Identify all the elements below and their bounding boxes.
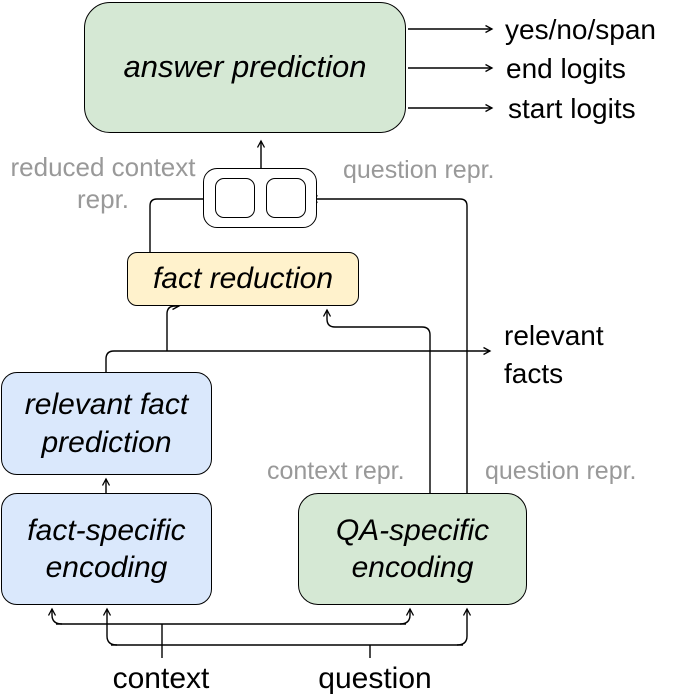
edge-label-reduced-context-repr: reduced context repr. xyxy=(10,152,196,214)
bus-context-to-qa xyxy=(399,607,415,625)
fact-specific-encoding-box: fact-specific encoding xyxy=(1,493,212,605)
connector-rfp-to-relevant-facts xyxy=(105,346,492,372)
connector-rfp-to-factreduction xyxy=(166,301,181,351)
bus-question-to-qa xyxy=(456,607,472,646)
bus-context-to-fse xyxy=(47,607,63,625)
relevant-fact-prediction-box: relevant fact prediction xyxy=(1,372,212,475)
connector-qa-to-concat-right xyxy=(309,194,468,493)
output-label-start-logits: start logits xyxy=(508,93,636,124)
input-label-question: question xyxy=(318,662,432,695)
answer-prediction-box: answer prediction xyxy=(84,2,406,133)
edge-label-context-repr: context repr. xyxy=(267,457,405,485)
bus-question-to-fse xyxy=(102,607,118,646)
input-label-context: context xyxy=(112,662,210,695)
concat-slot-left xyxy=(215,178,255,218)
edge-label-question-repr-bottom: question repr. xyxy=(485,457,637,485)
edge-label-question-repr-top: question repr. xyxy=(343,156,495,184)
output-label-end-logits: end logits xyxy=(506,53,626,84)
output-label-yes-no-span: yes/no/span xyxy=(505,14,656,45)
qa-specific-encoding-box: QA-specific encoding xyxy=(298,493,527,605)
connector-qa-to-factreduction xyxy=(322,308,431,493)
connector-factreduction-to-concat-left xyxy=(149,194,213,252)
output-label-relevant-facts: relevant facts xyxy=(504,320,604,389)
concat-slot-right xyxy=(266,178,306,218)
fact-reduction-box: fact reduction xyxy=(127,252,359,306)
